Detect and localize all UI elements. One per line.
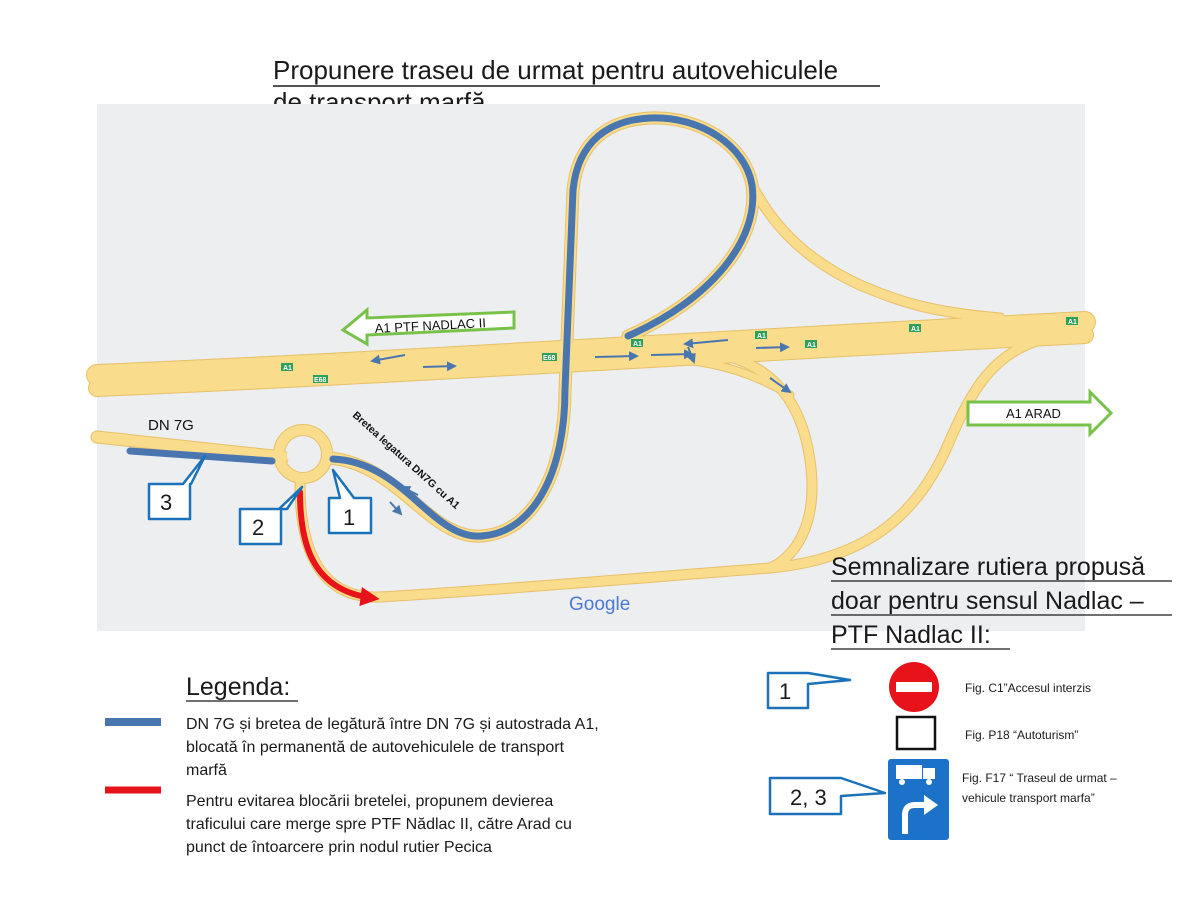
fig-p18-label: Fig. P18 “Autoturism” [965, 728, 1078, 742]
blocked-route-line [126, 114, 757, 540]
direction-arrow-icon [422, 361, 457, 372]
signage-heading-line-2: doar pentru sensul Nadlac – [831, 587, 1144, 615]
title-line-1: Propunere traseu de urmat pentru autoveh… [273, 55, 838, 85]
svg-text:3: 3 [160, 490, 172, 515]
svg-text:2, 3: 2, 3 [790, 785, 827, 810]
direction-arrow-icon [400, 486, 419, 496]
map-panel: A1 E68 E68 A1 A1 A1 A1 A1 [86, 104, 1114, 631]
shield-e68-icon: E68 [542, 353, 557, 362]
detour-route-line [297, 489, 380, 607]
shield-a1-icon: A1 [805, 340, 817, 349]
legend-red-line-3: punct de întoarcere prin nodul rutier Pe… [186, 839, 492, 856]
map-callout-1: 1 [327, 468, 373, 535]
label-dn7g: DN 7G [148, 417, 194, 434]
direction-arrow-icon [650, 349, 694, 360]
svg-text:A1: A1 [633, 341, 642, 348]
legend-blue-line-1: DN 7G și bretea de legătură între DN 7G … [186, 716, 599, 733]
direction-arrow-icon [686, 346, 696, 364]
direction-arrow-icon [755, 342, 790, 353]
legend-blue-line-2: blocată în permanentă de autovehiculele … [186, 739, 565, 756]
label-a1-ptf-nadlac: A1 PTF NADLAC II [374, 315, 486, 336]
direction-arrow-icon [370, 354, 406, 365]
map-callout-2: 2 [238, 485, 304, 546]
shield-a1-icon: A1 [281, 363, 293, 372]
roundabout-island [287, 438, 319, 470]
svg-text:A1: A1 [283, 365, 292, 372]
arrow-a1-ptf-nadlac: A1 PTF NADLAC II [340, 306, 516, 347]
page-title: Propunere traseu de urmat pentru autoveh… [273, 55, 880, 119]
fig-c1-label: Fig. C1”Accesul interzis [965, 681, 1091, 695]
svg-text:A1: A1 [911, 326, 920, 333]
svg-text:1: 1 [779, 679, 791, 704]
shield-e68-icon: E68 [313, 375, 328, 384]
shield-a1-icon: A1 [631, 339, 643, 348]
road-shields: A1 E68 E68 A1 A1 A1 A1 A1 [281, 317, 1078, 384]
direction-arrow-icon [389, 501, 403, 516]
google-logo: Google [569, 594, 630, 615]
signage-callout-2-3: 2, 3 [768, 776, 887, 816]
signage-heading-line-3: PTF Nadlac II: [831, 621, 991, 649]
signage-section: Semnalizare rutiera propusă doar pentru … [766, 553, 1172, 840]
svg-text:A1: A1 [1068, 319, 1077, 326]
white-panel-icon [895, 715, 937, 751]
svg-text:2: 2 [252, 515, 264, 540]
shield-a1-icon: A1 [1066, 317, 1078, 326]
svg-text:A1: A1 [807, 342, 816, 349]
direction-arrow-icon [769, 377, 792, 394]
fig-f17-label-line-2: vehicule transport marfa” [962, 791, 1095, 805]
signage-callout-1: 1 [766, 671, 852, 710]
traffic-direction-arrows [370, 338, 792, 516]
legend-blue-line-3: marfă [186, 762, 227, 779]
legend-red-line-2: traficului care merge spre PTF Nădlac II… [186, 816, 572, 833]
legend: Legenda: DN 7G și bretea de legătură înt… [105, 673, 599, 856]
fig-f17-label-line-1: Fig. F17 “ Traseul de urmat – [962, 771, 1117, 785]
no-entry-sign-icon [889, 662, 939, 712]
shield-a1-icon: A1 [909, 324, 921, 333]
map-callout-3: 3 [147, 454, 207, 521]
arrow-a1-arad: A1 ARAD [966, 388, 1114, 438]
svg-text:E68: E68 [543, 355, 556, 362]
svg-text:E68: E68 [314, 377, 327, 384]
truck-route-sign-icon [888, 759, 949, 840]
legend-red-line-1: Pentru evitarea blocării bretelei, propu… [186, 793, 553, 810]
signage-heading-line-1: Semnalizare rutiera propusă [831, 553, 1145, 581]
svg-text:1: 1 [343, 505, 355, 530]
legend-title: Legenda: [186, 673, 290, 701]
svg-text:A1: A1 [757, 333, 766, 340]
label-a1-arad: A1 ARAD [1006, 406, 1061, 421]
direction-arrow-icon [683, 338, 729, 349]
shield-a1-icon: A1 [755, 331, 767, 340]
direction-arrow-icon [594, 351, 639, 362]
